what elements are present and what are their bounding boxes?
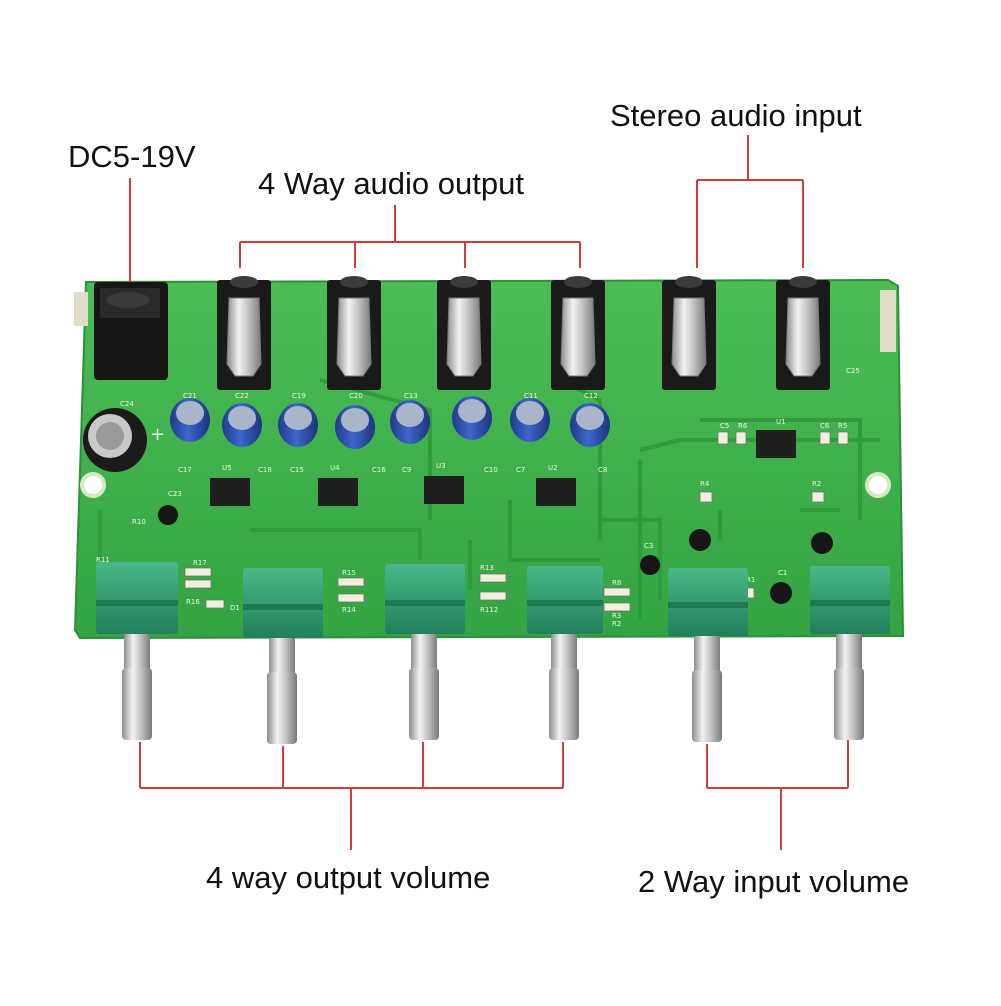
silk-chip: U3 [436,462,446,470]
silk-small: C15 [290,466,304,474]
pot-output-4 [527,566,603,740]
silk-small: C25 [846,367,860,375]
callout-stereo-input: Stereo audio input [610,98,862,133]
silk-small: C3 [644,542,653,550]
silk-cap: C20 [349,392,363,400]
silk-small: C23 [168,490,182,498]
silk-small: D1 [230,604,240,612]
silk-small: C6 [820,422,830,430]
silk-small: R2 [812,480,821,488]
svg-text:+: + [150,424,165,445]
pot-output-1 [96,562,178,740]
silk-cap: C19 [292,392,306,400]
silk-small: R6 [738,422,748,430]
smd-resistors [184,431,849,612]
silk-small: C1 [778,569,787,577]
callout-audio-output: 4 Way audio output [258,166,524,201]
silk-chip: U5 [222,464,232,472]
silk-small: R3 [612,612,621,620]
silk-small: R17 [193,559,207,567]
opamp-chips [210,430,796,506]
pot-input-1 [668,568,748,742]
silk-small: C8 [598,466,607,474]
silk-c24: C24 [120,400,134,408]
blue-capacitors [170,396,610,449]
silk-small: R11 [96,556,110,564]
silk-small: R15 [342,569,356,577]
callout-dc-input: DC5-19V [68,139,196,174]
callout-lines [129,135,849,850]
mount-hole [80,472,106,498]
pot-output-2 [243,568,323,744]
silk-cap: C21 [183,392,197,400]
silk-chip: U2 [548,464,558,472]
silk-small: C7 [516,466,525,474]
silk-small: C18 [258,466,272,474]
silk-chip: U4 [330,464,340,472]
silk-small: R16 [186,598,200,606]
capacitor-c24: + [83,408,165,472]
silk-small: R2 [612,620,621,628]
callout-output-volume: 4 way output volume [206,860,491,895]
silk-small: R14 [342,606,356,614]
silk-small: C16 [372,466,386,474]
silk-small: R10 [132,518,146,526]
callout-input-volume: 2 Way input volume [638,864,910,899]
potentiometers [96,562,890,744]
silk-small: R13 [480,564,494,572]
silk-small: C10 [484,466,498,474]
dc-jack [94,282,168,380]
silk-small: R112 [480,606,498,614]
small-capacitors [158,505,833,604]
audio-jacks [217,276,830,390]
silk-chip: U1 [776,418,786,426]
silk-cap: C22 [235,392,249,400]
pot-output-3 [385,564,465,740]
silk-cap: C11 [524,392,538,400]
silk-cap: C13 [404,392,418,400]
silk-small: R1 [746,576,755,584]
silk-small: R5 [838,422,847,430]
silk-small: R8 [612,579,621,587]
silk-small: C9 [402,466,411,474]
silk-small: C17 [178,466,192,474]
silk-cap: C12 [584,392,598,400]
mount-hole [865,472,891,498]
silk-small: R4 [700,480,710,488]
pot-input-2 [810,566,890,740]
silkscreen: C24 C21 C22 C19 C20 C13 C11 C12 U5 U4 U3… [96,367,860,628]
silk-small: C5 [720,422,729,430]
